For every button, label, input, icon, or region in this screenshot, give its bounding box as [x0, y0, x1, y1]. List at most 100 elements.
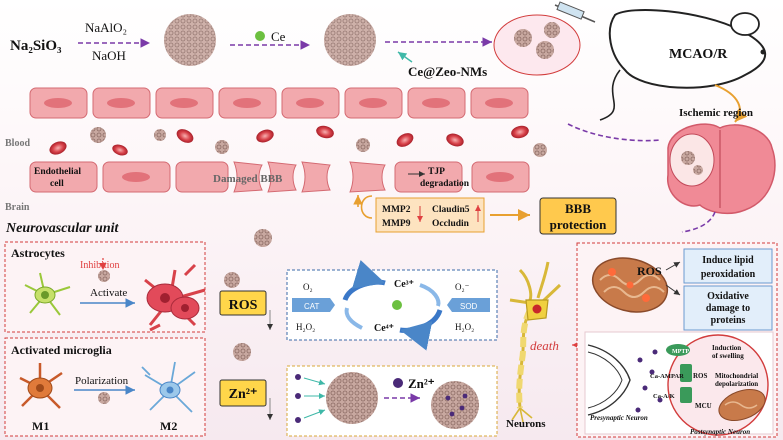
neurons-label: Neurons: [506, 418, 546, 430]
microglia-particle: [98, 392, 110, 404]
lipid-box: [683, 248, 773, 284]
dopant-label: Ce: [271, 29, 286, 44]
mmp9-label: MMP9: [382, 219, 411, 229]
cak-label: Ca-A/K: [653, 393, 675, 400]
activate-label: Activate: [90, 287, 127, 299]
marker-box: [375, 197, 485, 233]
occludin-label: Occludin: [432, 219, 470, 229]
claudin-label: Claudin5: [432, 205, 470, 215]
o2-left: O₂: [303, 282, 313, 292]
induction-label-2: of swelling: [712, 352, 744, 360]
brain-label: Brain: [5, 202, 30, 213]
vessel-bottom-row: [29, 161, 530, 193]
cat-arrow: [292, 298, 335, 312]
cycle-arrow-top: [342, 260, 386, 302]
zn-loaded-dots: [445, 393, 468, 417]
ce4-label: Ce⁴⁺: [374, 323, 394, 334]
ros-box: [219, 290, 267, 316]
sod-arrow: [447, 298, 490, 312]
precursor-label: Na₂SiO₃: [10, 38, 62, 54]
cat-label: CAT: [304, 302, 320, 311]
neuron-icon: [509, 261, 562, 423]
reagent2-label: NaOH: [92, 48, 126, 63]
o2-radical: O₂⁻: [455, 282, 470, 292]
mito-ros-label: ROS: [637, 264, 662, 278]
product-pointer: [397, 51, 413, 63]
mito-depol-1: Mitochondrial: [715, 372, 758, 380]
mptp-label: MPTP: [672, 349, 689, 355]
mouse-icon: [599, 9, 766, 121]
brain-icon: [667, 123, 776, 215]
bbb-protection-box: [539, 197, 617, 235]
bbb-label-2: protection: [550, 217, 608, 232]
zn-zeolite-after: [431, 381, 479, 429]
m1-label: M1: [32, 419, 49, 433]
reagent1-label: NaAlO₂: [85, 20, 127, 35]
zn-zeolite-before: [326, 372, 378, 424]
ox-label-3: proteins: [711, 315, 746, 326]
zn-box: [219, 379, 267, 407]
mmp2-label: MMP2: [382, 205, 411, 215]
oxidative-box: [683, 285, 773, 331]
brain-link-2: [681, 211, 716, 233]
zn-ion-label: Zn²⁺: [408, 376, 435, 391]
microglia-title: Activated microglia: [11, 343, 112, 357]
nm-cluster-a: [514, 29, 532, 47]
zn-arrows: [303, 377, 326, 419]
polarization-label: Polarization: [75, 375, 129, 387]
tjp-label-2: degradation: [420, 179, 470, 189]
nm-cluster-c: [544, 22, 560, 38]
zn-ion-dots: [295, 374, 301, 423]
bbb-label-1: BBB: [565, 201, 591, 216]
lipid-label-1: Induce lipid: [702, 255, 754, 266]
resting-astrocyte-icon: [24, 272, 71, 316]
product-label: Ce@Zeo-NMs: [408, 64, 487, 79]
syn-ros-label: ROS: [693, 372, 708, 380]
model-arrow: [714, 84, 748, 123]
presynaptic-label: Presynaptic Neuron: [590, 414, 648, 422]
cycle-arrow-right: [419, 283, 441, 307]
h2o2-left: H₂O₂: [296, 322, 315, 332]
ce-center-dot: [392, 300, 402, 310]
ox-label-2: damage to: [706, 303, 750, 314]
ox-arrow: [665, 284, 681, 296]
syringe-icon: [554, 1, 596, 23]
mcu-label: MCU: [695, 402, 712, 410]
m1-microglia-icon: [19, 363, 63, 409]
postsynaptic-label: Postsynaptic Neuron: [690, 428, 750, 436]
mito-depol-2: depolarization: [715, 380, 758, 388]
product-cluster-ellipse: [493, 14, 581, 76]
ce3-label: Ce³⁺: [394, 279, 414, 290]
reactive-astrocyte-icon: [144, 263, 206, 332]
zn-ion-icon: [393, 378, 403, 388]
inhibition-label: Inhibition: [80, 260, 119, 271]
cycle-arrow-left: [344, 307, 363, 330]
blood-label: Blood: [5, 138, 30, 149]
astro-particle: [98, 270, 110, 282]
induction-label-1: Induction: [712, 344, 741, 352]
brain-link-1: [567, 123, 661, 142]
h2o2-right: H₂O₂: [455, 322, 474, 332]
region-label: Ischemic region: [679, 107, 753, 119]
sod-label: SOD: [460, 302, 478, 311]
ampar-label: Ca-AMPAR: [650, 373, 684, 380]
death-label: death: [530, 338, 559, 353]
endothelial-label-2: cell: [50, 179, 64, 189]
damaged-bbb-label: Damaged BBB: [213, 173, 283, 185]
lipid-label-2: peroxidation: [701, 269, 756, 280]
nvu-title: Neurovascular unit: [5, 221, 120, 236]
zeolite-particle-1: [164, 14, 216, 66]
m2-label: M2: [160, 419, 177, 433]
cycle-arrow-bottom: [399, 308, 443, 351]
floating-particles: [224, 229, 272, 361]
zn-label: Zn²⁺: [229, 387, 258, 402]
vessel-top-row: [29, 87, 529, 119]
zeolite-particle-2: [324, 14, 376, 66]
synapse-illustration: [584, 331, 774, 436]
mitochondrion-icon: [591, 257, 669, 313]
lipid-arrow: [665, 261, 681, 271]
ce-dot-icon: [255, 31, 265, 41]
lumen-contents: [49, 125, 547, 157]
